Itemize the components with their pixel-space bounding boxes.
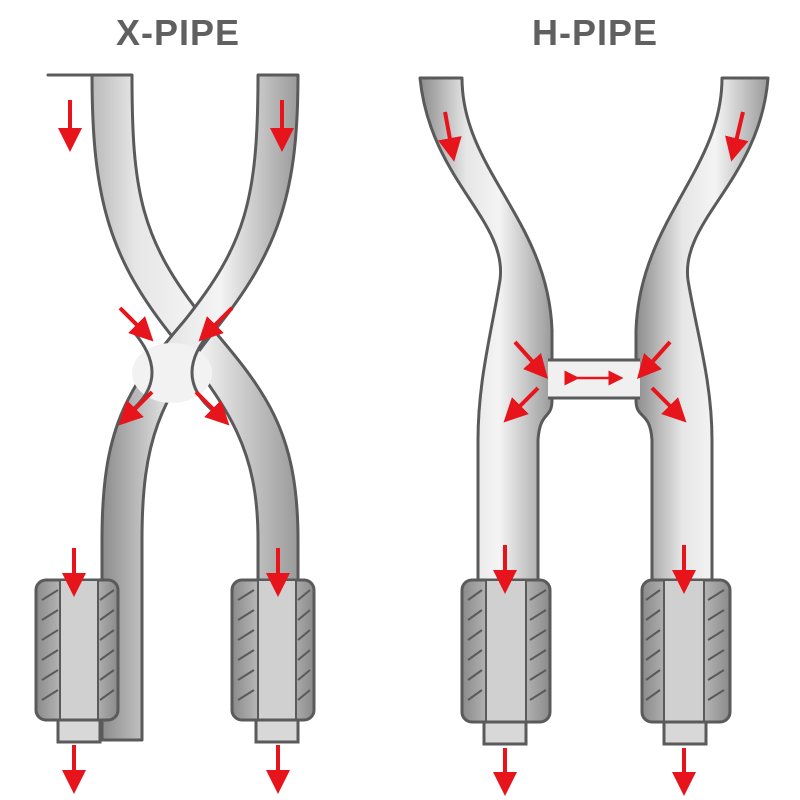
flow-arrow-icon <box>650 386 687 423</box>
flow-arrow-icon <box>438 111 462 162</box>
x-pipe-title: X-PIPE <box>116 12 241 53</box>
h-pipe-assembly <box>418 76 770 746</box>
flow-arrow-icon <box>194 390 230 426</box>
flow-arrow-icon <box>503 386 540 423</box>
h-pipe-flow-arrows <box>438 111 749 796</box>
flow-arrow-icon <box>118 390 154 426</box>
x-pipe-crossover <box>132 343 212 403</box>
h-pipe-left-outlet <box>482 720 528 746</box>
x-pipe-right-muffler <box>230 578 316 722</box>
flow-arrow-icon <box>198 306 234 342</box>
x-pipe-assembly <box>34 73 316 744</box>
flow-arrow-icon <box>637 340 672 379</box>
x-pipe-right-tube <box>100 73 300 742</box>
x-pipe-left-muffler <box>34 578 120 722</box>
flow-arrow-icon <box>513 340 548 379</box>
x-pipe-flow-arrows <box>58 100 294 794</box>
x-pipe-left-outlet <box>56 718 102 744</box>
flow-arrow-icon <box>725 111 749 162</box>
h-pipe-title: H-PIPE <box>532 12 659 53</box>
flow-arrow-icon <box>118 306 154 342</box>
h-pipe-left-muffler <box>460 578 552 724</box>
x-pipe-right-outlet <box>254 718 300 744</box>
h-pipe-right-outlet <box>662 720 708 746</box>
h-pipe-right-muffler <box>640 578 732 724</box>
